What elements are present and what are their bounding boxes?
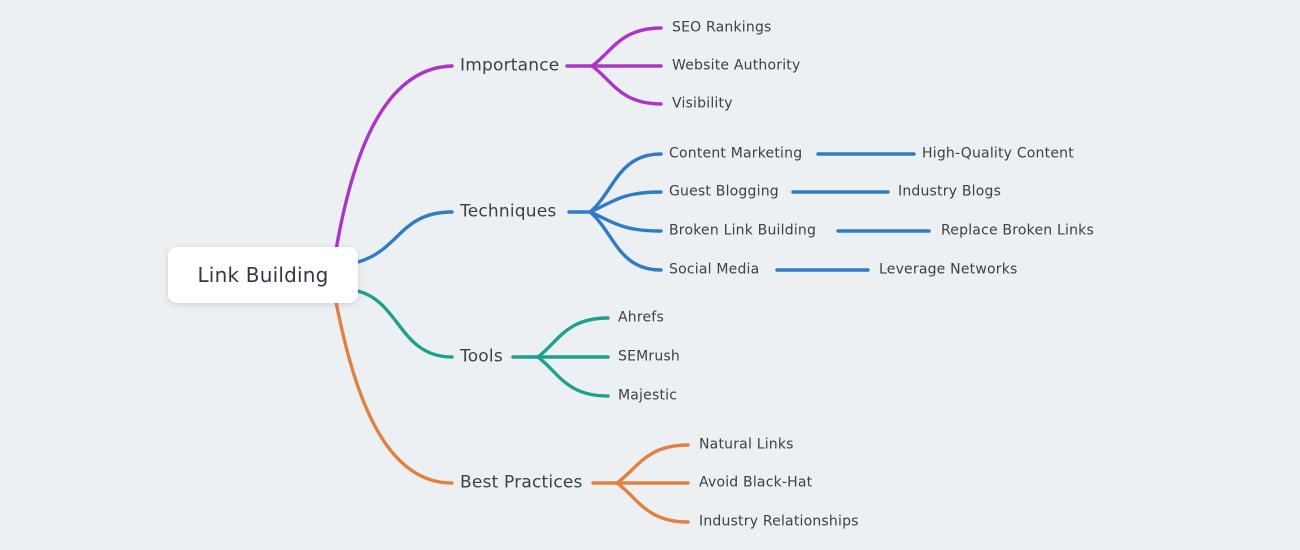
fan-line-ahrefs	[536, 316, 610, 359]
fan-line-social-media	[588, 210, 663, 272]
node-importance[interactable]: Importance	[460, 55, 560, 76]
node-social-media[interactable]: Social Media	[669, 261, 760, 278]
fan-line-broken-link-building	[588, 210, 663, 233]
node-content-marketing[interactable]: Content Marketing	[669, 145, 803, 162]
node-broken-link-building[interactable]: Broken Link Building	[669, 222, 817, 239]
fan-line-natural-links	[615, 443, 690, 485]
node-semrush[interactable]: SEMrush	[618, 348, 681, 365]
fan-line-visibility	[590, 64, 663, 106]
node-leverage-networks[interactable]: Leverage Networks	[879, 261, 1018, 278]
fan-line-content-marketing	[588, 152, 663, 214]
fan-line-majestic	[536, 355, 610, 398]
node-guest-blogging[interactable]: Guest Blogging	[669, 183, 779, 200]
node-ahrefs[interactable]: Ahrefs	[618, 309, 664, 326]
node-industry-relationships[interactable]: Industry Relationships	[699, 513, 859, 530]
node-replace-broken-links[interactable]: Replace Broken Links	[941, 222, 1094, 239]
root-node-link-building[interactable]: Link Building	[168, 247, 358, 303]
node-best-practices[interactable]: Best Practices	[460, 472, 583, 493]
branch-curve-tools	[356, 289, 454, 359]
node-website-authority[interactable]: Website Authority	[672, 57, 801, 74]
node-high-quality-content[interactable]: High-Quality Content	[922, 145, 1074, 162]
node-avoid-black-hat[interactable]: Avoid Black-Hat	[699, 474, 813, 491]
root-node-label: Link Building	[197, 263, 329, 287]
node-visibility[interactable]: Visibility	[672, 95, 733, 112]
node-natural-links[interactable]: Natural Links	[699, 436, 794, 453]
fan-line-industry-relationships	[615, 481, 690, 524]
node-seo-rankings[interactable]: SEO Rankings	[672, 19, 772, 36]
fan-line-guest-blogging	[588, 190, 663, 214]
fan-line-seo-rankings	[590, 26, 663, 68]
node-majestic[interactable]: Majestic	[618, 387, 678, 404]
branch-curve-techniques	[356, 210, 454, 264]
branch-curve-best-practices	[334, 300, 454, 485]
branch-curve-importance	[334, 64, 454, 252]
node-industry-blogs[interactable]: Industry Blogs	[898, 183, 1002, 200]
node-tools[interactable]: Tools	[460, 346, 503, 367]
node-techniques[interactable]: Techniques	[460, 201, 557, 222]
